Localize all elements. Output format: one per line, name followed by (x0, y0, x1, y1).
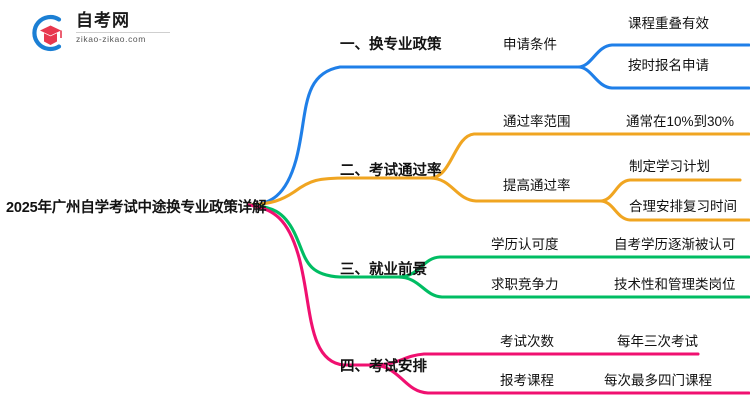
wire-branch-3-to-child-2 (396, 275, 750, 299)
wire-root-to-branch-1 (246, 65, 460, 207)
branch-4-child-1-leaf-1-label: 每年三次考试 (617, 334, 698, 349)
logo-divider (76, 32, 170, 33)
branch-3-label: 三、就业前景 (340, 262, 427, 278)
branch-3-child-1-label: 学历认可度 (491, 237, 559, 252)
branch-2-child-2-leaf-1-label: 制定学习计划 (629, 159, 710, 174)
wire-child-1-to-leaf-2 (576, 65, 750, 90)
branch-4-child-2-label: 报考课程 (500, 373, 554, 388)
logo-name: 自考网 (76, 11, 130, 30)
wire-root-to-branch-4 (246, 203, 374, 367)
wire-root-to-branch-2 (246, 176, 432, 207)
root-node-label: 2025年广州自学考试中途换专业政策详解 (6, 200, 267, 216)
branch-3-child-1-leaf-1-label: 自考学历逐渐被认可 (614, 237, 736, 252)
branch-1-label: 一、换专业政策 (340, 37, 442, 53)
logo-url: zikao-zikao.com (76, 34, 146, 44)
branch-2-label: 二、考试通过率 (340, 163, 442, 179)
branch-2-child-1-leaf-1-label: 通常在10%到30% (626, 114, 735, 129)
branch-2-child-1-label: 通过率范围 (503, 114, 571, 129)
branch-4-label: 四、考试安排 (340, 359, 427, 375)
branch-1-child-1-leaf-2-label: 按时报名申请 (628, 58, 709, 73)
branch-3-child-2-label: 求职竞争力 (491, 277, 559, 292)
wire-branch-2-to-child-1 (428, 132, 612, 180)
site-logo: 自考网 zikao-zikao.com (28, 8, 170, 54)
branch-4-child-1-label: 考试次数 (500, 334, 554, 349)
wire-child-2-2-to-leaf-2 (598, 199, 750, 222)
branch-2-child-2-leaf-2-label: 合理安排复习时间 (629, 199, 737, 214)
wire-root-to-branch-3 (246, 203, 400, 279)
branch-1-child-1-leaf-1-label: 课程重叠有效 (628, 16, 709, 31)
branch-1-child-1-label: 申请条件 (503, 37, 557, 52)
branch-2-child-2-label: 提高通过率 (503, 178, 571, 193)
wire-branch-4-to-child-2 (370, 363, 602, 395)
wire-branch-2-to-child-2 (428, 176, 602, 203)
branch-4-child-2-leaf-1-label: 每次最多四门课程 (604, 373, 712, 388)
branch-3-child-2-leaf-1-label: 技术性和管理类岗位 (614, 277, 736, 292)
graduation-cap-circle-icon (32, 14, 62, 52)
